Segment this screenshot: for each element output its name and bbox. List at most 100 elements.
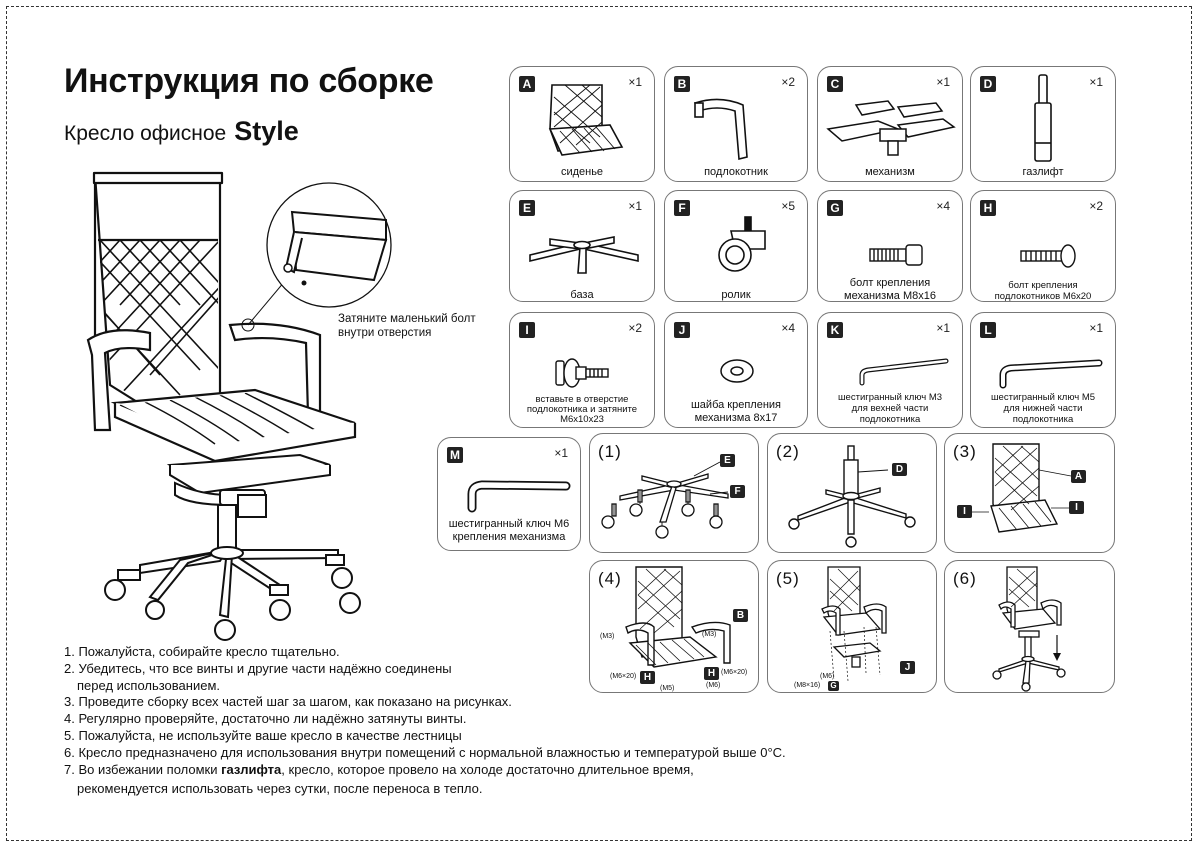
step-card-5: (5) J G (M6) (M8×16) [767, 560, 937, 693]
instruction-item: 4. Регулярно проверяйте, достаточно ли н… [64, 711, 467, 727]
part-caption: шестигранный ключ М3 [837, 392, 943, 403]
step-2-gaslift-illustration [788, 445, 916, 548]
part-letter: E [519, 200, 535, 216]
step-tag: I [1069, 501, 1084, 514]
step-number: (5) [776, 569, 800, 588]
step-tag: A [1071, 470, 1086, 483]
part-caption-3: М6х10х23 [560, 414, 604, 425]
part-caption: шайба крепления [690, 399, 782, 411]
part-caption: шестигранный ключ М6 [448, 518, 570, 530]
part-caption: газлифт [1022, 166, 1064, 178]
mechanism-icon [826, 100, 956, 156]
instruction-item: 7. Во избежании поломки газлифта, кресло… [64, 762, 786, 779]
step-tag: E [720, 454, 735, 467]
step-note: (M8×16) [794, 682, 821, 689]
part-quantity: ×1 [628, 75, 642, 89]
part-letter: J [674, 322, 690, 338]
step-5-mechanism-illustration [821, 566, 887, 682]
step-tag: B [733, 609, 748, 622]
step-note: (M6×20) [721, 669, 748, 676]
step-note: (M6) [820, 673, 835, 680]
part-card-f: F ×5 ролик [664, 190, 808, 302]
part-quantity: ×2 [628, 321, 642, 335]
part-letter: I [519, 322, 535, 338]
part-caption-3: подлокотника [859, 414, 921, 425]
part-caption-2: для вехней части [851, 403, 929, 414]
hex-key-m5-icon [999, 359, 1103, 389]
mechanism-bolt-icon [869, 244, 923, 266]
step-tag: G [828, 681, 839, 691]
step-1-base-casters-illustration [601, 461, 729, 539]
step-card-4: (4) B H H (M3) (M3) (M6×20) (M6×20) (M5)… [589, 560, 759, 693]
part-quantity: ×2 [1089, 199, 1103, 213]
page-subtitle: Кресло офисное Style [64, 116, 299, 147]
part-letter: L [980, 322, 996, 338]
callout-note: Затяните маленький болт внутри отверстия [338, 312, 476, 340]
instruction-item-continued: рекомендуется использовать через сутки, … [77, 781, 483, 797]
part-card-a: A ×1 сиденье [509, 66, 655, 182]
part-caption: сиденье [560, 166, 604, 178]
step-note: (M3) [702, 631, 717, 638]
part-letter: D [980, 76, 996, 92]
part-card-c: C ×1 механизм [817, 66, 963, 182]
part-letter: K [827, 322, 843, 338]
step-3-seat-illustration [971, 443, 1072, 533]
instruction-text: , кресло, которое провело на холоде дост… [281, 761, 694, 777]
step-tag: F [730, 485, 745, 498]
step-tag: I [957, 505, 972, 518]
step-number: (1) [598, 442, 622, 461]
part-card-b: B ×2 подлокотник [664, 66, 808, 182]
step-tag: H [704, 667, 719, 680]
callout-line-2: внутри отверстия [338, 327, 432, 339]
part-letter: F [674, 200, 690, 216]
instruction-item-continued: перед использованием. [77, 677, 220, 693]
part-card-d: D ×1 газлифт [970, 66, 1116, 182]
armrest-icon [693, 98, 748, 161]
base-icon [529, 236, 639, 274]
step-number: (4) [598, 569, 622, 588]
part-letter: A [519, 76, 535, 92]
armrest-detail-callout [266, 182, 392, 308]
step-note: (M3) [600, 633, 615, 640]
instruction-text: 7. Во избежании поломки [64, 761, 222, 777]
step-6-complete-chair-illustration [992, 566, 1066, 692]
part-caption: подлокотник [704, 166, 768, 178]
model-name: Style [234, 116, 299, 146]
seat-icon [548, 84, 624, 156]
part-quantity: ×4 [936, 199, 950, 213]
part-quantity: ×1 [1089, 75, 1103, 89]
step-number: (2) [776, 442, 800, 461]
part-caption: шестигранный ключ М5 [990, 392, 1096, 403]
part-caption-3: подлокотника [1012, 414, 1074, 425]
washer-icon [720, 359, 754, 383]
part-caption: вставьте в отверстие [535, 394, 629, 405]
part-caption-2: механизма М8х16 [844, 290, 936, 302]
part-quantity: ×1 [936, 321, 950, 335]
hex-key-m6-icon [467, 480, 571, 513]
step-4-armrest-illustration [625, 566, 731, 668]
armrest-bolt-icon [1020, 244, 1076, 268]
part-letter: G [827, 200, 843, 216]
part-quantity: ×1 [628, 199, 642, 213]
callout-line-1: Затяните маленький болт [338, 313, 476, 325]
part-card-k: K ×1 шестигранный ключ М3 для вехней час… [817, 312, 963, 428]
part-caption-2: подлокотника и затяните [526, 404, 638, 415]
gaslift-icon [1034, 74, 1052, 162]
instructions-list: 1. Пожалуйста, собирайте кресло тщательн… [64, 644, 786, 798]
step-tag: D [892, 463, 907, 476]
part-quantity: ×5 [781, 199, 795, 213]
part-letter: B [674, 76, 690, 92]
instruction-item: 6. Кресло предназначено для использовани… [64, 744, 786, 760]
step-card-6: (6) [944, 560, 1115, 693]
page-title: Инструкция по сборке [64, 62, 434, 100]
step-tag: H [640, 671, 655, 684]
part-card-e: E ×1 база [509, 190, 655, 302]
step-card-2: (2) D [767, 433, 937, 553]
step-note: (M5) [660, 685, 675, 692]
part-caption: база [570, 289, 594, 301]
part-caption-2: подлокотников М6х20 [994, 291, 1092, 302]
subtitle-prefix: Кресло офисное [64, 122, 227, 145]
caster-icon [718, 216, 766, 272]
step-tag: J [900, 661, 915, 674]
part-caption: механизм [865, 166, 915, 178]
